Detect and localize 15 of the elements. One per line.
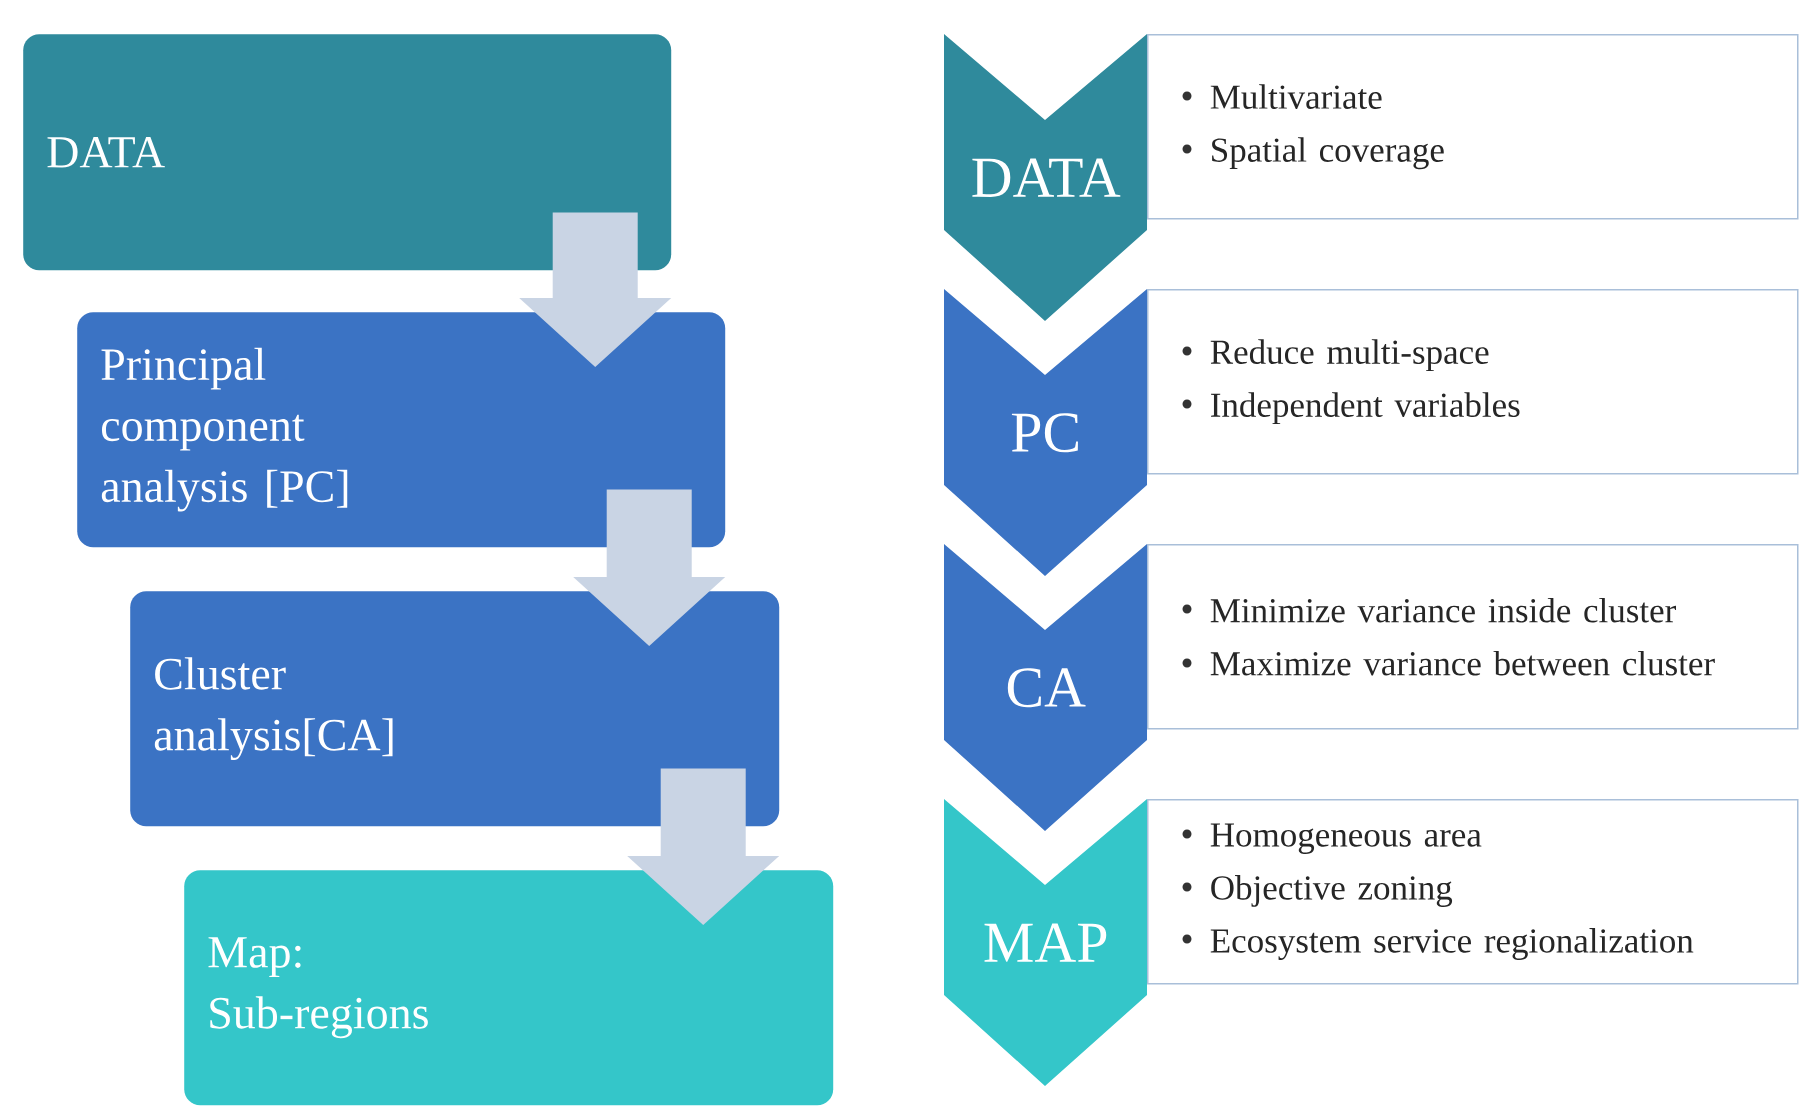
process-box: Map: Sub-regions bbox=[184, 870, 834, 1106]
bullet-list-box: Reduce multi-space Independent variables bbox=[1147, 289, 1799, 475]
step-banner: MAP bbox=[944, 799, 1147, 1086]
bullet-list-box: Minimize variance inside cluster Maximize variance between cluster bbox=[1147, 544, 1799, 730]
process-box: Principal component analysis [PC] bbox=[77, 312, 726, 548]
step-banner: PC bbox=[944, 289, 1147, 576]
step-banner: DATA bbox=[944, 34, 1147, 321]
bullet-list-box: Multivariate Spatial coverage bbox=[1147, 34, 1799, 220]
block-arrow bbox=[519, 212, 672, 367]
step-banner: CA bbox=[944, 544, 1147, 831]
bullet-list-box: Homogeneous area Objective zoning Ecosystem service regionalization bbox=[1147, 799, 1799, 985]
block-arrow bbox=[627, 768, 780, 925]
process-box: Cluster analysis[CA] bbox=[130, 591, 780, 827]
process-box: DATA bbox=[23, 34, 672, 271]
block-arrow bbox=[573, 489, 726, 646]
